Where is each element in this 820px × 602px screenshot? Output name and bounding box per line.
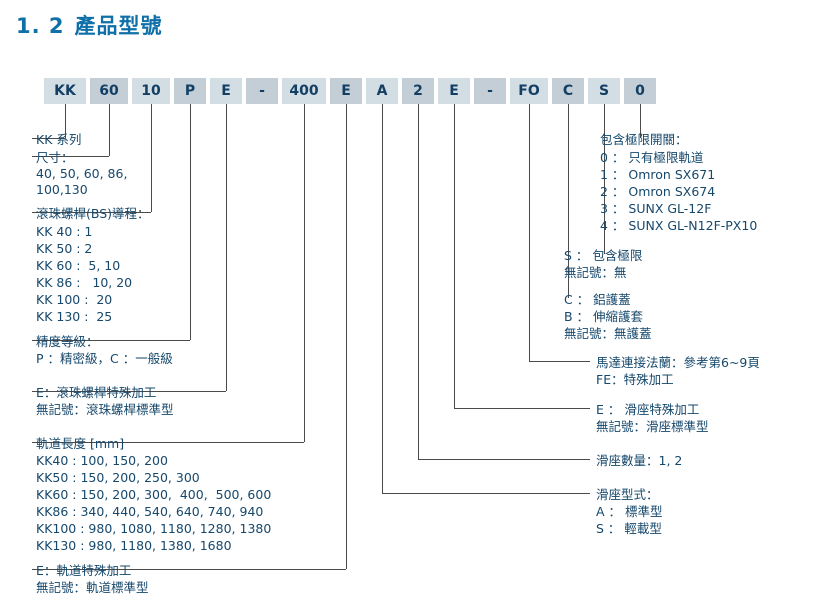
- note-slider-machining-line-1: 無記號：滑座標準型: [596, 419, 709, 434]
- model-code-segment-0: KK: [44, 78, 86, 104]
- leader-line-v: [604, 104, 605, 254]
- note-lead-line-2: KK 60 : 5, 10: [36, 258, 121, 273]
- page-title-number: 1. 2: [16, 14, 65, 38]
- note-limit-switch-line-1: 1 ： Omron SX671: [600, 167, 716, 182]
- model-code-segment-8: A: [366, 78, 398, 104]
- note-cover-line-1: B ： 伸縮護套: [564, 309, 644, 324]
- note-slider-qty-line-0: 滑座數量：1, 2: [596, 453, 683, 468]
- note-cover-line-2: 無記號：無護蓋: [564, 326, 652, 341]
- note-rail-machining-line-1: 無記號：軌道標準型: [36, 580, 149, 595]
- model-code-segment-13: C: [552, 78, 584, 104]
- note-rail-length-line-5: KK130 : 980, 1180, 1380, 1680: [36, 538, 232, 553]
- leader-line-h: [32, 138, 65, 139]
- leader-line-h: [418, 459, 590, 460]
- note-limit-switch-head: 包含極限開關：: [600, 132, 688, 147]
- note-lead-line-1: KK 50 : 2: [36, 241, 93, 256]
- leader-line-v: [382, 104, 383, 493]
- leader-line-v: [109, 104, 110, 156]
- model-code-segment-6: 400: [282, 78, 326, 104]
- model-code-segment-5: -: [246, 78, 278, 104]
- note-rail-length-line-2: KK60 : 150, 200, 300, 400, 500, 600: [36, 487, 272, 502]
- leader-line-h: [32, 212, 151, 213]
- page-title: 1. 2 產品型號: [16, 10, 163, 40]
- note-size-head: 尺寸：: [36, 150, 74, 165]
- leader-line-h: [32, 156, 109, 157]
- note-lead-line-5: KK 130 : 25: [36, 309, 113, 324]
- leader-line-h: [32, 391, 226, 392]
- leader-line-h: [382, 493, 590, 494]
- leader-line-h: [32, 340, 190, 341]
- model-code-segment-15: 0: [624, 78, 656, 104]
- model-code-segment-3: P: [174, 78, 206, 104]
- note-limit-line-0: S ： 包含極限: [564, 248, 643, 263]
- note-slider-type-line-1: S ： 輕載型: [596, 521, 662, 536]
- model-code-segment-11: -: [474, 78, 506, 104]
- model-code-segment-10: E: [438, 78, 470, 104]
- note-slider-machining-line-0: E ： 滑座特殊加工: [596, 402, 700, 417]
- leader-line-v: [346, 104, 347, 569]
- note-lead-line-4: KK 100 : 20: [36, 292, 113, 307]
- note-motor-flange-line-1: FE：特殊加工: [596, 372, 674, 387]
- model-code-segment-2: 10: [132, 78, 170, 104]
- note-limit-switch-line-3: 3 ： SUNX GL-12F: [600, 201, 712, 216]
- note-accuracy-line-0: P ：精密級，C ：一般級: [36, 351, 173, 366]
- note-lead-line-3: KK 86 : 10, 20: [36, 275, 133, 290]
- leader-line-h: [32, 442, 304, 443]
- model-code-segment-7: E: [330, 78, 362, 104]
- note-cover-line-0: C ： 鋁護蓋: [564, 292, 631, 307]
- note-rail-length-line-3: KK86 : 340, 440, 540, 640, 740, 940: [36, 504, 264, 519]
- leader-line-v: [454, 104, 455, 408]
- leader-line-v: [640, 104, 641, 138]
- leader-line-v: [226, 104, 227, 391]
- leader-line-v: [568, 104, 569, 298]
- page-title-text: 產品型號: [74, 14, 163, 38]
- note-screw-machining-line-0: E：滾珠螺桿特殊加工: [36, 385, 157, 400]
- leader-line-v: [190, 104, 191, 340]
- leader-line-v: [529, 104, 530, 361]
- note-rail-length-line-0: KK40 : 100, 150, 200: [36, 453, 168, 468]
- model-code-segment-1: 60: [90, 78, 128, 104]
- leader-line-h: [32, 569, 346, 570]
- note-size-line-1: 100,130: [36, 182, 88, 197]
- note-motor-flange-line-0: 馬達連接法蘭：參考第6~9頁: [596, 355, 760, 370]
- note-screw-machining-line-1: 無記號：滾珠螺桿標準型: [36, 402, 174, 417]
- model-code-segment-12: FO: [510, 78, 548, 104]
- note-limit-switch-line-2: 2 ： Omron SX674: [600, 184, 716, 199]
- model-code-segment-14: S: [588, 78, 620, 104]
- note-limit-switch-line-0: 0 ： 只有極限軌道: [600, 150, 704, 165]
- leader-line-v: [65, 104, 66, 138]
- note-slider-type-line-0: A ： 標準型: [596, 504, 663, 519]
- note-lead-head: 滾珠螺桿(BS)導程：: [36, 206, 150, 221]
- note-accuracy-head: 精度等級：: [36, 334, 99, 349]
- note-slider-type-head: 滑座型式：: [596, 487, 659, 502]
- leader-line-h: [454, 408, 590, 409]
- model-code-segment-9: 2: [402, 78, 434, 104]
- model-code-segment-4: E: [210, 78, 242, 104]
- note-lead-line-0: KK 40 : 1: [36, 224, 93, 239]
- note-series: KK 系列: [36, 132, 82, 147]
- note-limit-line-1: 無記號：無: [564, 265, 627, 280]
- leader-line-v: [418, 104, 419, 459]
- note-rail-length-head: 軌道長度 [mm]: [36, 436, 125, 451]
- note-rail-length-line-4: KK100 : 980, 1080, 1180, 1280, 1380: [36, 521, 272, 536]
- leader-line-v: [304, 104, 305, 442]
- note-limit-switch-line-4: 4 ： SUNX GL-N12F-PX10: [600, 218, 758, 233]
- leader-line-v: [151, 104, 152, 212]
- leader-line-h: [529, 361, 590, 362]
- note-rail-length-line-1: KK50 : 150, 200, 250, 300: [36, 470, 200, 485]
- note-rail-machining-line-0: E：軌道特殊加工: [36, 563, 132, 578]
- note-size-line-0: 40, 50, 60, 86,: [36, 166, 128, 181]
